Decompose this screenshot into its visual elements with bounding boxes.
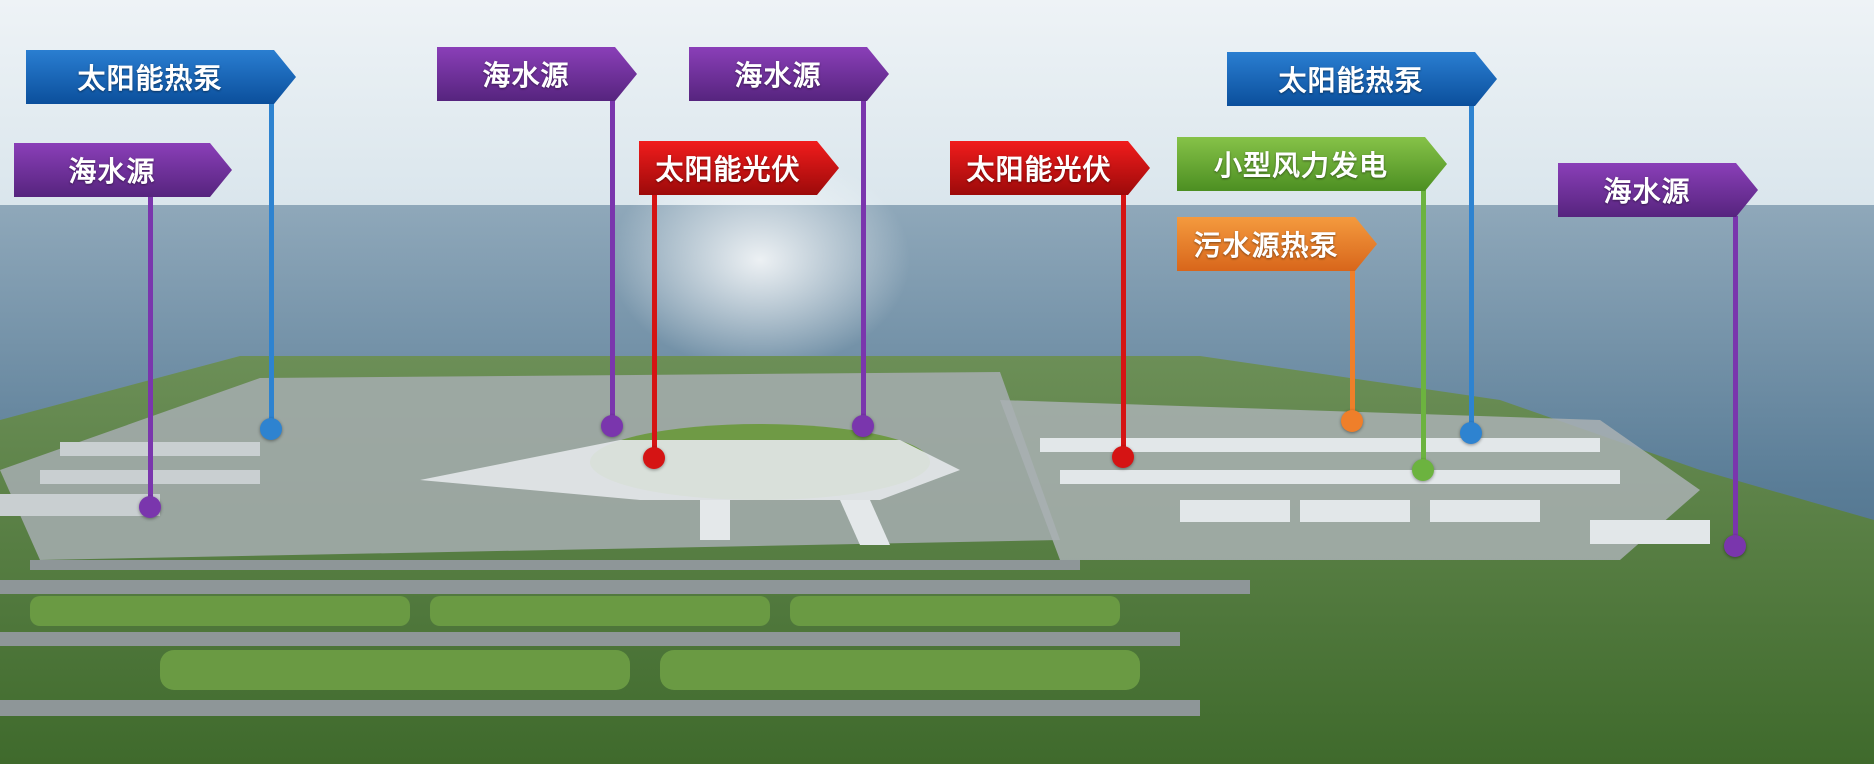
grass-strips — [30, 596, 1140, 690]
tag-label: 海水源 — [1603, 175, 1691, 208]
tag-label: 海水源 — [68, 155, 156, 188]
solar-pv-tag-2: 太阳能光伏 — [950, 141, 1150, 195]
small-wind-power-tag: 小型风力发电 — [1177, 137, 1447, 191]
tag-label: 太阳能光伏 — [655, 153, 801, 186]
terminal-building — [420, 424, 960, 545]
tag-label: 太阳能热泵 — [1278, 64, 1424, 97]
solar-pv-tag-1: 太阳能光伏 — [639, 141, 839, 195]
solar-heat-pump-tag-1: 太阳能热泵 — [26, 50, 296, 104]
west-buildings — [0, 442, 260, 516]
east-terminal — [1040, 438, 1710, 544]
solar-heat-pump-tag-2: 太阳能热泵 — [1227, 52, 1497, 106]
tag-label: 海水源 — [482, 59, 570, 92]
sewage-heat-pump-tag: 污水源热泵 — [1177, 217, 1377, 271]
tag-label: 小型风力发电 — [1213, 149, 1388, 182]
tag-label: 污水源热泵 — [1193, 229, 1339, 262]
seawater-source-tag-2: 海水源 — [437, 47, 637, 101]
tag-label: 太阳能热泵 — [77, 62, 223, 95]
seawater-source-tag-1: 海水源 — [14, 143, 232, 197]
runways — [0, 560, 1250, 716]
seawater-source-tag-3: 海水源 — [689, 47, 889, 101]
tag-label: 太阳能光伏 — [966, 153, 1112, 186]
sun-glare — [610, 150, 910, 370]
tag-label: 海水源 — [734, 59, 822, 92]
seawater-source-tag-4: 海水源 — [1558, 163, 1758, 217]
